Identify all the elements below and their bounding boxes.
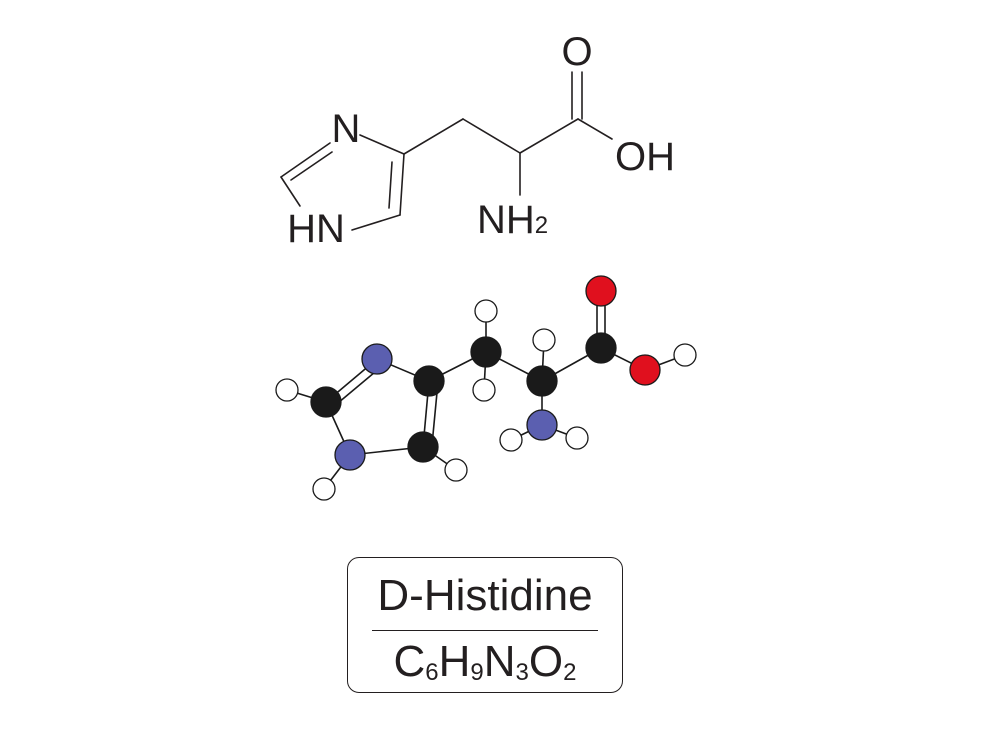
nitrogen-atom: [361, 343, 393, 375]
hydrogen-atom: [565, 426, 589, 450]
formula-subscript: 2: [563, 659, 577, 686]
bond-c2-n-double: [290, 151, 333, 181]
bond-ch2-ca: [462, 118, 521, 154]
atom-label-hn-ring: HN: [287, 207, 345, 251]
oxygen-atom: [585, 275, 617, 307]
bond-ca-c: [519, 118, 579, 154]
atom-label-n-ring: N: [332, 107, 361, 151]
hydrogen-atom: [275, 378, 299, 402]
formula-element: H: [438, 637, 471, 686]
atom-label-o: O: [561, 30, 592, 74]
formula-element: O: [528, 637, 564, 686]
atom-label-nh: NH: [477, 198, 535, 242]
carbon-atom: [413, 365, 445, 397]
nitrogen-atom: [526, 409, 558, 441]
hydrogen-atom: [444, 458, 468, 482]
atom-label-nh2: NH2: [477, 198, 548, 242]
carbon-atom: [526, 365, 558, 397]
bond-ring-ch2: [403, 118, 464, 155]
atom-label-oh: OH: [615, 135, 675, 179]
carbon-atom: [470, 336, 502, 368]
bond-c5-nh: [351, 214, 401, 231]
formula-element: C: [393, 637, 426, 686]
bond-c-oh: [577, 118, 613, 140]
formula-subscript: 6: [425, 659, 439, 686]
carbon-atom: [585, 332, 617, 364]
hydrogen-atom: [673, 343, 697, 367]
hydrogen-atom: [474, 299, 498, 323]
carbon-atom: [407, 431, 439, 463]
formula-element: N: [483, 637, 516, 686]
oxygen-atom: [629, 354, 661, 386]
model-atoms: [275, 275, 697, 501]
hydrogen-atom: [532, 328, 556, 352]
formula-subscript: 9: [470, 659, 484, 686]
hydrogen-atom: [499, 428, 523, 452]
atom-label-nh2-subscript: 2: [535, 212, 548, 239]
label-divider: [372, 630, 598, 631]
bond-c2-n: [280, 142, 331, 178]
carbon-atom: [310, 386, 342, 418]
ball-and-stick-model: [275, 275, 697, 501]
bond-c4-c5: [399, 153, 405, 216]
compound-label-box: D-Histidine C6H9N3O2: [347, 557, 623, 693]
bond-nh-c2: [280, 176, 301, 207]
compound-name: D-Histidine: [377, 571, 593, 620]
structural-formula: N HN O OH NH2: [280, 30, 675, 251]
bond-c4-c5-double: [388, 161, 393, 209]
molecular-formula: C6H9N3O2: [348, 636, 622, 695]
hydrogen-atom: [312, 477, 336, 501]
hydrogen-atom: [472, 378, 496, 402]
bond-n-c4: [359, 134, 405, 155]
nitrogen-atom: [334, 439, 366, 471]
formula-subscript: 3: [515, 659, 529, 686]
